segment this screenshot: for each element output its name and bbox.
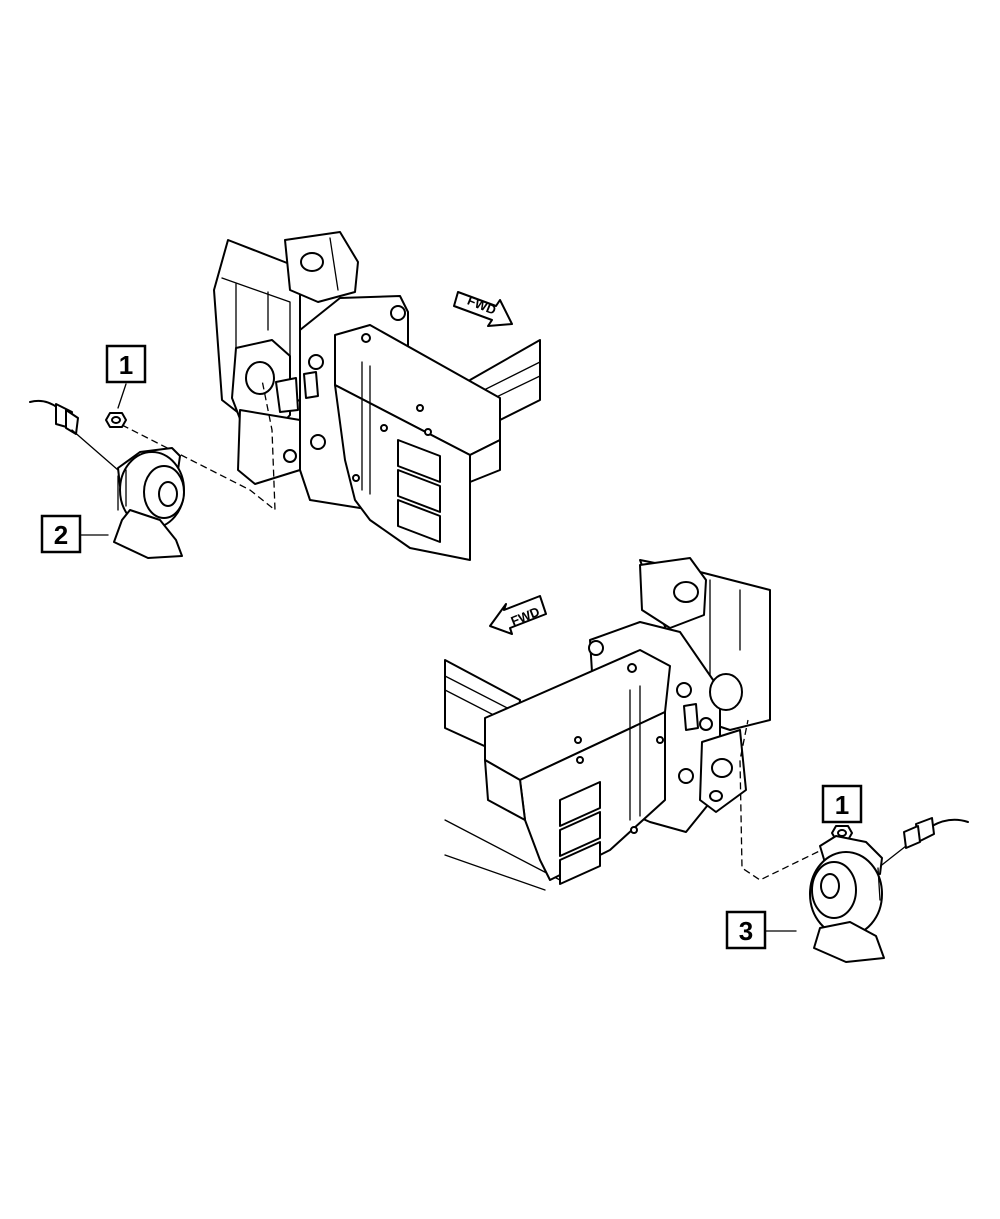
callout-label: 2 bbox=[54, 520, 68, 550]
horn-right-icon bbox=[809, 835, 885, 963]
frame-rail-top bbox=[213, 231, 541, 561]
fwd-arrow-top-icon bbox=[453, 291, 513, 327]
callout-label: 1 bbox=[119, 350, 133, 380]
callout-3: 3 bbox=[725, 910, 797, 950]
callout-1-top: 1 bbox=[105, 344, 147, 409]
callout-label: 1 bbox=[835, 790, 849, 820]
callout-2: 2 bbox=[40, 514, 109, 554]
horn-left-icon bbox=[113, 447, 185, 559]
wire-connector-top bbox=[29, 399, 119, 471]
callout-label: 3 bbox=[739, 916, 753, 946]
fwd-arrow-bottom-icon bbox=[489, 595, 547, 635]
wire-connector-bottom bbox=[877, 817, 969, 869]
nut-top-icon bbox=[105, 412, 127, 428]
frame-rail-bottom bbox=[444, 557, 771, 891]
routing-line-bottom bbox=[739, 719, 839, 881]
callout-1-bottom: 1 bbox=[821, 784, 863, 824]
